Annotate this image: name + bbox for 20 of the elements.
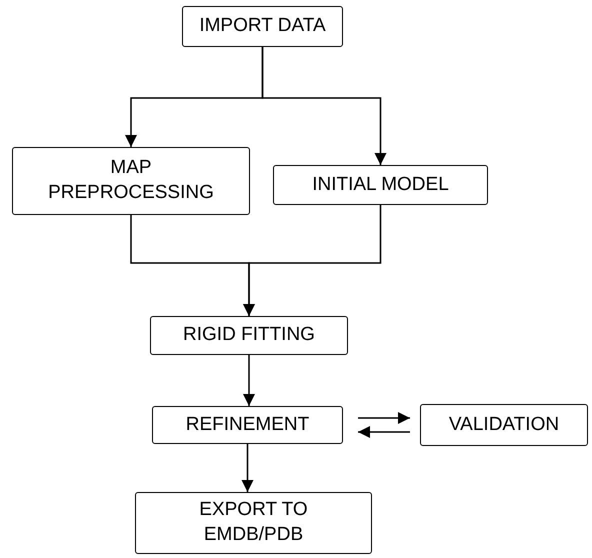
arrow — [262, 47, 386, 165]
process-box — [420, 404, 588, 446]
arrow — [242, 444, 254, 492]
box-label: INITIAL MODEL — [312, 172, 449, 197]
process-box — [150, 316, 348, 355]
process-box — [135, 492, 372, 554]
box-label: IMPORT DATA — [199, 14, 326, 38]
process-box — [12, 147, 250, 215]
arrow — [243, 205, 382, 316]
box-label: MAP PREPROCESSING — [47, 156, 215, 205]
process-box — [273, 165, 488, 205]
box-label: VALIDATION — [448, 412, 560, 437]
process-box — [182, 6, 343, 47]
box-label: REFINEMENT — [186, 412, 310, 437]
box-label: RIGID FITTING — [183, 323, 315, 348]
process-box — [152, 406, 343, 444]
box-label: EXPORT TO EMDB/PDB — [198, 498, 309, 547]
arrow — [358, 412, 410, 424]
arrow — [358, 426, 410, 438]
arrow — [243, 355, 255, 406]
